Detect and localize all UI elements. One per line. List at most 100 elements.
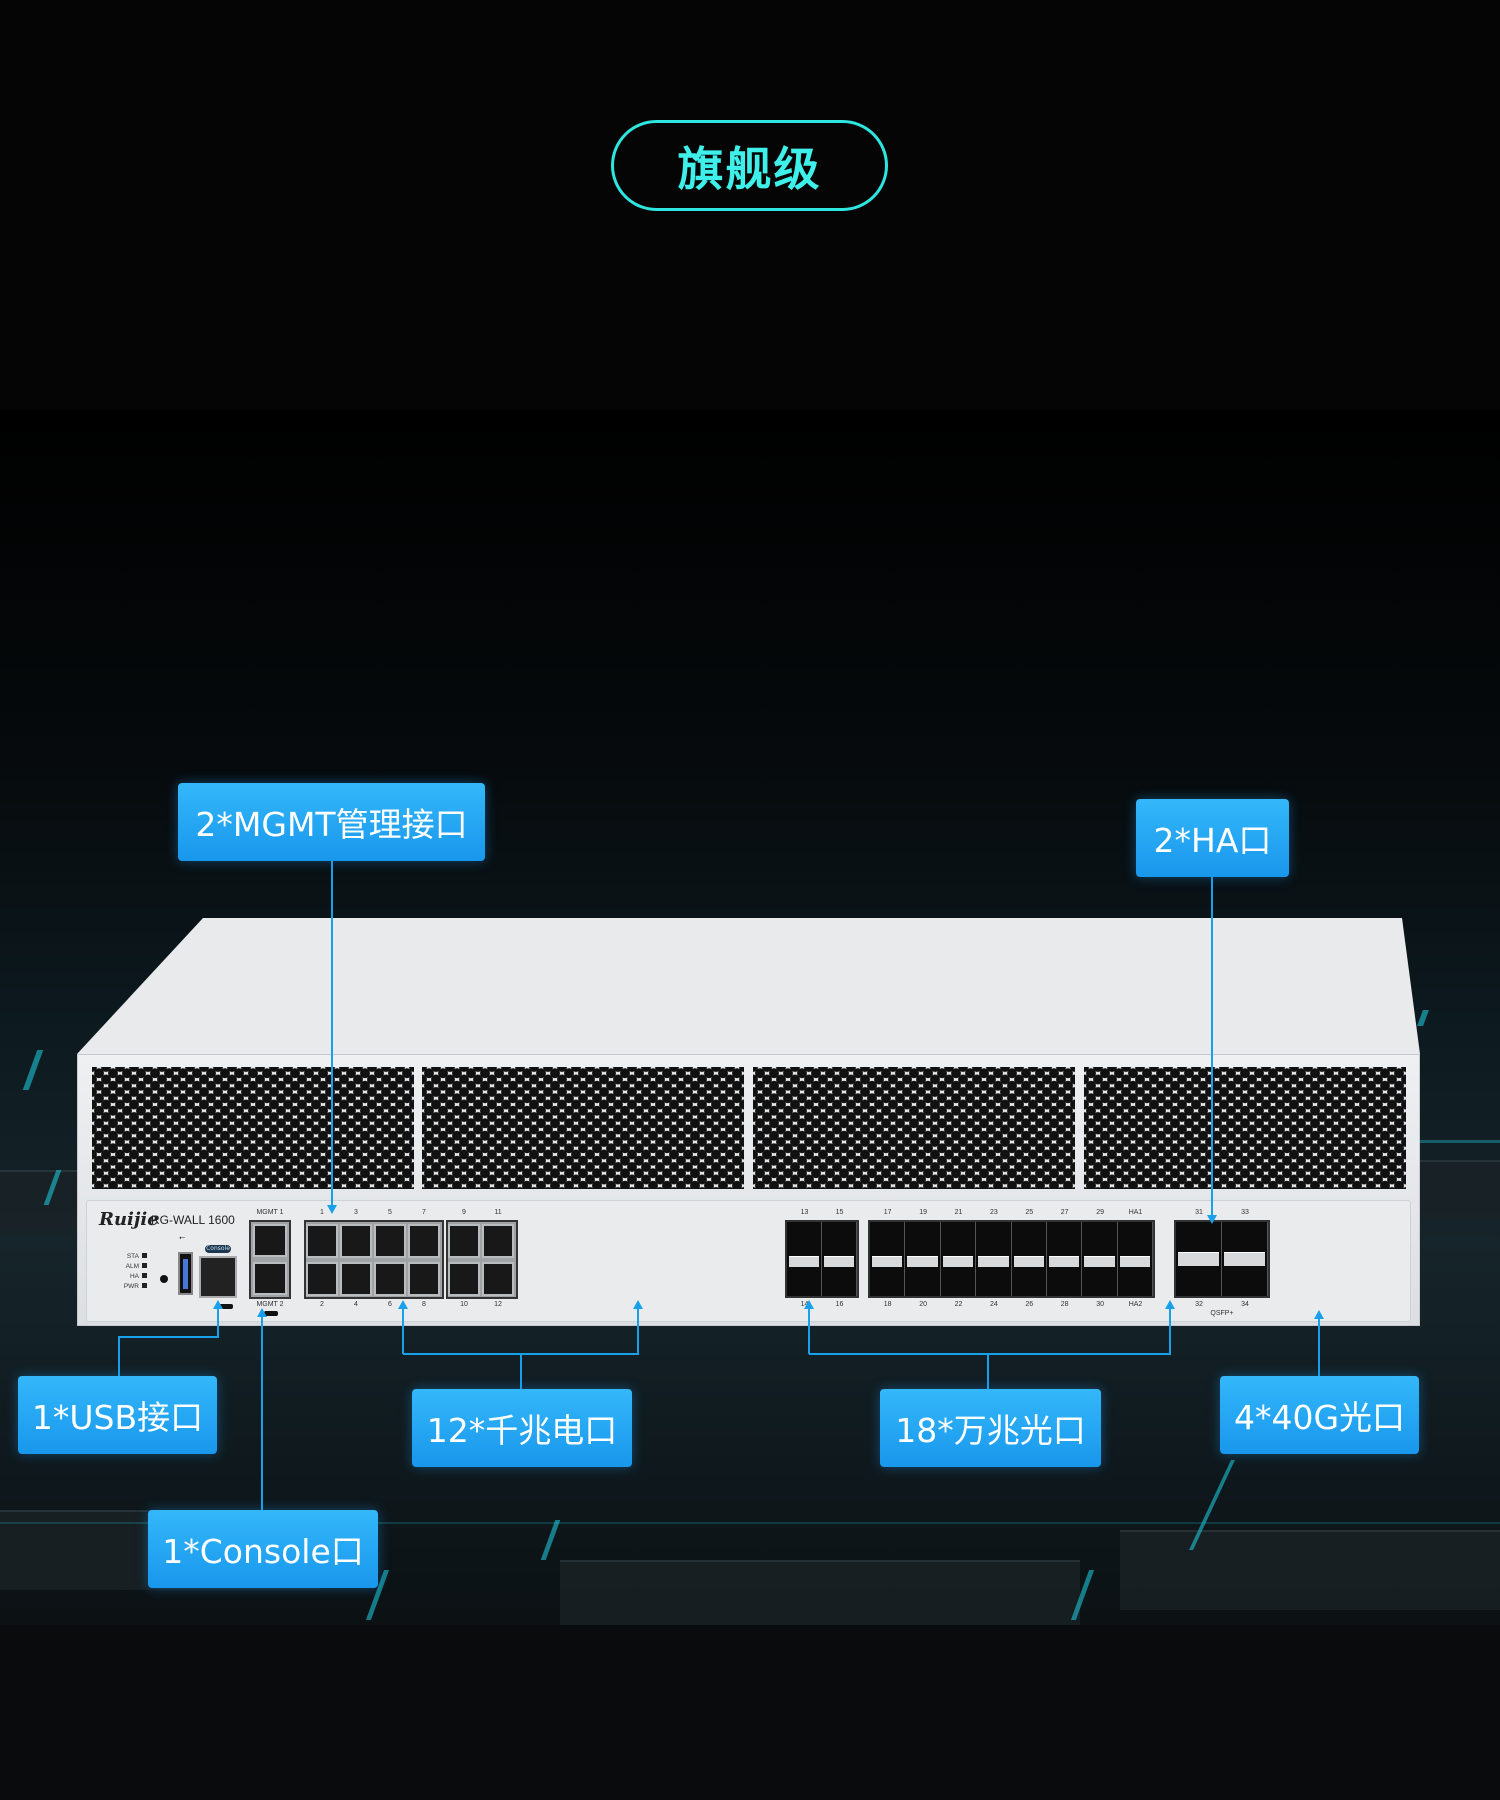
rj45-port-7[interactable]	[408, 1224, 440, 1258]
callout-console: 1*Console口	[148, 1510, 378, 1588]
port-number-label: 33	[1241, 1209, 1249, 1216]
led-label: PWR	[123, 1283, 139, 1290]
sfp-port-19[interactable]	[905, 1222, 941, 1296]
sfp-port-27[interactable]	[1047, 1222, 1083, 1296]
port-number-label: 31	[1195, 1209, 1203, 1216]
port-number-label: 15	[835, 1209, 844, 1216]
arrow-up-icon	[398, 1300, 408, 1309]
brand-logo: Ruijie	[99, 1209, 159, 1230]
callout-line	[520, 1354, 522, 1389]
port-number-label: 9	[462, 1209, 466, 1216]
sfp-latch	[942, 1256, 974, 1267]
callout-line	[331, 861, 333, 1212]
rj45-port-6[interactable]	[374, 1262, 406, 1296]
arrow-up-icon	[1165, 1300, 1175, 1309]
header-background	[0, 0, 1500, 410]
console-port[interactable]	[199, 1256, 237, 1298]
led-label: STA	[126, 1253, 139, 1260]
port-number-label: 21	[954, 1209, 963, 1216]
callout-line	[987, 1354, 989, 1389]
sfp-latch	[978, 1256, 1009, 1267]
callout-line	[637, 1302, 639, 1354]
model-name: RG-WALL 1600	[151, 1213, 235, 1227]
sfp-latch	[824, 1256, 854, 1267]
mgmt-port-1[interactable]	[253, 1224, 287, 1257]
sfp-port-15[interactable]	[822, 1222, 857, 1296]
port-number-label: 24	[989, 1301, 998, 1308]
port-number-label: 3	[354, 1209, 358, 1216]
rj45-port-1[interactable]	[306, 1224, 338, 1258]
port-number-label: 1	[320, 1209, 324, 1216]
port-number-label: 18	[883, 1301, 892, 1308]
sfp-latch	[789, 1256, 819, 1267]
reset-button[interactable]	[160, 1275, 168, 1283]
rj45-port-2[interactable]	[306, 1262, 338, 1296]
arrow-up-icon	[633, 1300, 643, 1309]
arrow-up-icon	[257, 1308, 267, 1317]
console-micro-port[interactable]	[219, 1304, 233, 1309]
port-number-label: 6	[388, 1301, 392, 1308]
sfp-port-HA1[interactable]	[1117, 1222, 1154, 1296]
sfp-port-17[interactable]	[870, 1222, 906, 1296]
qsfp-port-33[interactable]	[1222, 1222, 1268, 1296]
sfp-port-25[interactable]	[1011, 1222, 1047, 1296]
port-number-label: 25	[1025, 1209, 1034, 1216]
callout-line	[118, 1337, 120, 1376]
sfp-port-21[interactable]	[940, 1222, 977, 1296]
qsfp-label: QSFP+	[1210, 1310, 1234, 1317]
port-number-label: 34	[1241, 1301, 1249, 1308]
led-ha: HA	[115, 1273, 147, 1280]
rj45-port-9[interactable]	[448, 1224, 480, 1258]
port-number-label: 12	[494, 1301, 502, 1308]
led-pwr: PWR	[115, 1283, 147, 1290]
rj45-port-5[interactable]	[374, 1224, 406, 1258]
callout-line	[217, 1302, 219, 1337]
rj45-port-10[interactable]	[448, 1262, 480, 1296]
led-label: HA	[129, 1273, 139, 1280]
arrow-down-icon	[1207, 1215, 1217, 1224]
usb-port[interactable]	[178, 1252, 193, 1295]
port-number-label: 11	[494, 1209, 502, 1216]
led-indicator	[142, 1263, 147, 1268]
port-number-label: 4	[354, 1301, 358, 1308]
port-number-label: MGMT 2	[256, 1301, 284, 1308]
qsfp-port-31[interactable]	[1176, 1222, 1222, 1296]
sfp-port-29[interactable]	[1082, 1222, 1118, 1296]
port-number-label: HA2	[1128, 1301, 1143, 1308]
port-number-label: 22	[954, 1301, 963, 1308]
callout-40g: 4*40G光口	[1220, 1376, 1419, 1454]
rj45-port-8[interactable]	[408, 1262, 440, 1296]
port-number-label: 32	[1195, 1301, 1203, 1308]
led-alm: ALM	[115, 1263, 147, 1270]
port-number-label: 30	[1096, 1301, 1104, 1308]
rj45-port-11[interactable]	[482, 1224, 514, 1258]
callout-line	[1169, 1302, 1171, 1354]
rj45-port-12[interactable]	[482, 1262, 514, 1296]
qsfp-latch	[1224, 1252, 1265, 1266]
mgmt-micro-port[interactable]	[264, 1311, 278, 1316]
port-number-label: 19	[919, 1209, 927, 1216]
led-indicator	[142, 1273, 147, 1278]
sfp-latch	[872, 1256, 903, 1267]
callout-line	[1318, 1312, 1320, 1376]
port-number-label: 16	[835, 1301, 844, 1308]
callout-ha: 2*HA口	[1136, 799, 1289, 877]
callout-line	[261, 1310, 263, 1510]
port-number-label: 28	[1060, 1301, 1069, 1308]
sfp-port-23[interactable]	[976, 1222, 1012, 1296]
port-number-label: 2	[320, 1301, 324, 1308]
qsfp-latch	[1178, 1252, 1219, 1266]
mgmt-port-2[interactable]	[253, 1262, 287, 1295]
callout-line	[118, 1336, 219, 1338]
port-number-label: 7	[422, 1209, 426, 1216]
rj45-port-3[interactable]	[340, 1224, 372, 1258]
callout-line	[1211, 877, 1213, 1222]
port-number-label: 5	[388, 1209, 392, 1216]
vent-grill	[422, 1067, 744, 1189]
arrow-up-icon	[213, 1300, 223, 1309]
sfp-port-13[interactable]	[787, 1222, 822, 1296]
sfp-latch	[1084, 1256, 1115, 1267]
rj45-port-4[interactable]	[340, 1262, 372, 1296]
